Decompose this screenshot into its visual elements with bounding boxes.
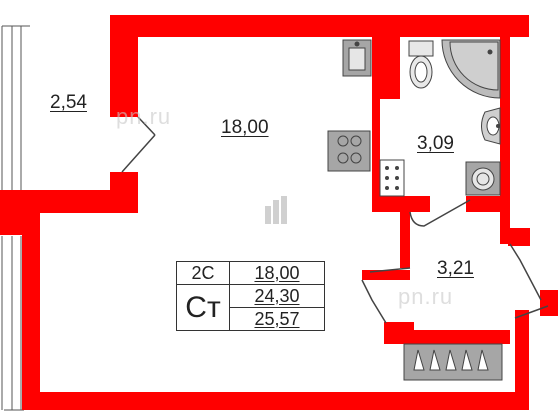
room-area-balcony: 2,54 [50,92,87,113]
info-type: Ст [176,284,230,331]
washing-machine-icon [465,161,501,196]
shower-icon [441,39,501,99]
info-living-area: 18,00 [229,261,325,285]
info-code: 2C [176,261,230,285]
stove-icon [327,130,371,172]
info-total-area: 24,30 [229,284,325,308]
washbasin-icon [481,107,501,145]
logo-mark [265,196,287,224]
watermark: pn.ru [116,104,172,129]
kitchen-sink-icon [342,39,372,77]
radiator-icon [403,343,503,381]
watermark: pn.ru [398,284,454,309]
apartment-info-table: 2C Ст 18,00 24,30 25,57 [176,261,325,331]
electric-panel-icon [379,159,405,197]
room-area-bathroom: 3,09 [417,133,454,154]
room-area-living: 18,00 [221,117,269,138]
info-area-with-balcony: 25,57 [229,307,325,331]
balcony-railing [1,25,30,411]
walls [0,15,558,410]
toilet-icon [408,40,434,89]
doors [121,116,549,324]
room-area-hallway: 3,21 [437,258,474,279]
